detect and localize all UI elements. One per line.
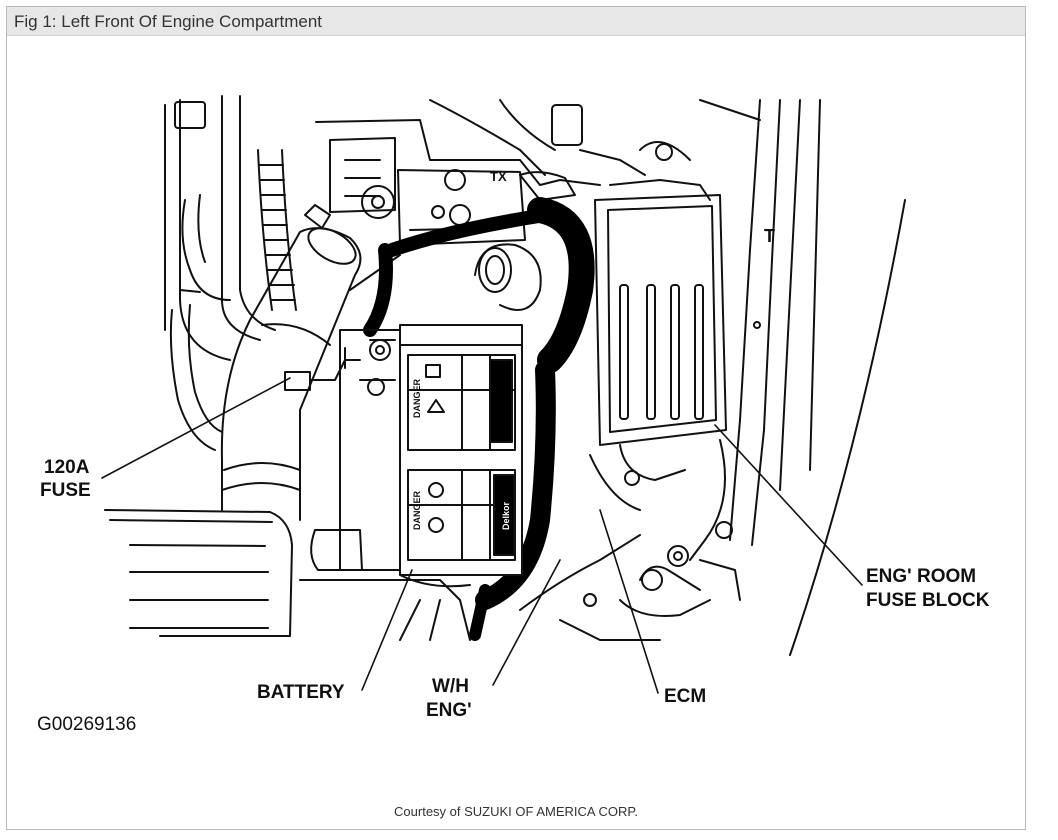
eng-room-fuse-block (589, 141, 727, 511)
callout-wh-eng-line2: ENG' (426, 700, 472, 721)
leader-battery (361, 569, 413, 691)
leader-120a-fuse (101, 377, 291, 479)
leader-ecm (599, 509, 659, 694)
fender-panel (689, 99, 906, 656)
danger-label-upper: DANGER (412, 378, 422, 418)
callout-120a-fuse-line1: 120A (44, 457, 90, 478)
fuse-120a (284, 347, 361, 391)
image-code: G00269136 (37, 714, 137, 735)
part-marking-tx: TX (490, 169, 507, 184)
intake-pipe (220, 227, 362, 521)
leader-wh-eng (492, 559, 561, 686)
callout-fuse-block-line1: ENG' ROOM (866, 566, 976, 587)
leader-lines (101, 377, 863, 694)
hose-coupler (474, 243, 542, 311)
upper-hose (164, 95, 276, 451)
callout-ecm: ECM (664, 686, 706, 707)
figure-caption: Fig 1: Left Front Of Engine Compartment (14, 12, 323, 31)
callout-wh-eng-line1: W/H (432, 676, 469, 697)
callout-battery: BATTERY (257, 682, 345, 703)
air-filter-box (104, 509, 293, 637)
battery (310, 324, 523, 588)
lower-engine-detail (299, 534, 741, 641)
callout-120a-fuse-line2: FUSE (40, 480, 91, 501)
courtesy-credit: Courtesy of SUZUKI OF AMERICA CORP. (394, 804, 638, 819)
battery-brand-label: Delkor (501, 501, 511, 530)
part-marking-t: T (764, 226, 775, 246)
danger-label-lower: DANGER (412, 490, 422, 530)
corrugated-hose (257, 149, 297, 311)
caption-bar: Fig 1: Left Front Of Engine Compartment (7, 7, 1025, 36)
callout-fuse-block-line2: FUSE BLOCK (866, 590, 990, 611)
leader-fuse-block (714, 424, 863, 586)
engine-wire-harness (363, 197, 595, 641)
engine-block (304, 99, 646, 291)
